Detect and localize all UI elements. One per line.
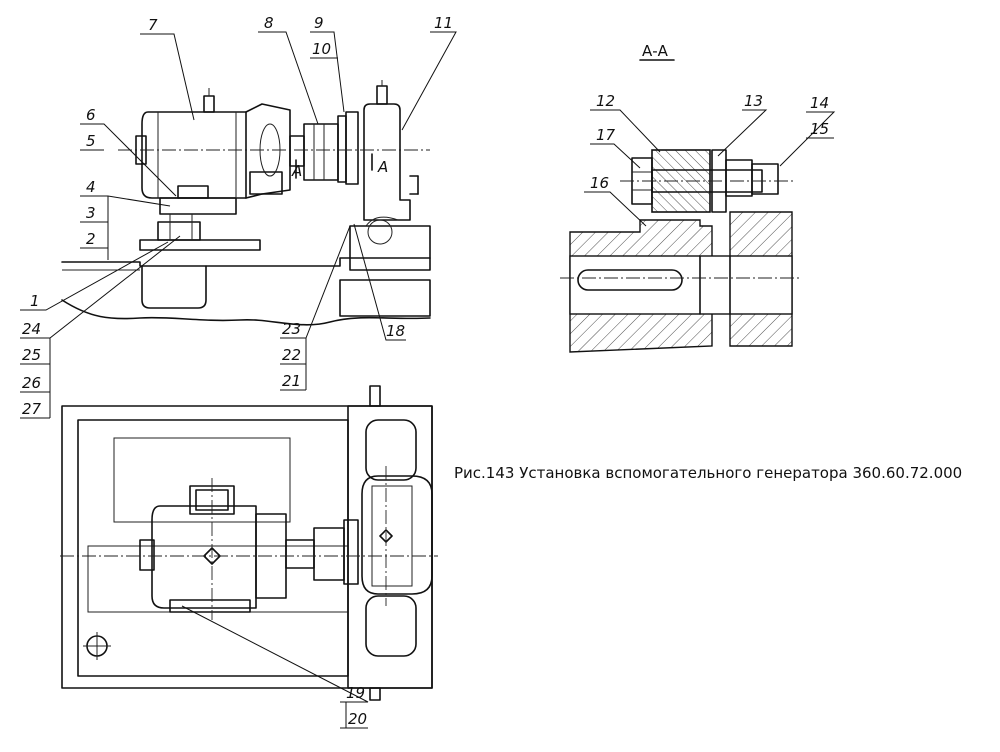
callout-7: 7 (148, 16, 158, 34)
figure-caption: Рис.143 Установка вспомогательного генер… (454, 464, 963, 482)
callout-21: 21 (282, 372, 301, 390)
callout-15: 15 (810, 120, 829, 138)
callout-24: 24 (22, 320, 41, 338)
plan-view (60, 385, 438, 701)
callout-16: 16 (590, 174, 609, 192)
callout-18: 18 (386, 322, 405, 340)
view-mark-a-2: А (377, 158, 388, 176)
callout-22: 22 (282, 346, 301, 364)
callout-23: 23 (282, 320, 301, 338)
callout-25: 25 (22, 346, 41, 364)
callout-1: 1 (30, 292, 40, 310)
callout-20: 20 (348, 710, 367, 728)
callout-26: 26 (22, 374, 41, 392)
callout-27: 27 (22, 400, 42, 418)
callout-17: 17 (596, 126, 616, 144)
callout-6: 6 (86, 106, 96, 124)
callout-13: 13 (744, 92, 763, 110)
callout-2: 2 (86, 230, 96, 248)
view-mark-a-1: А (291, 162, 302, 180)
callout-9: 9 (314, 14, 324, 32)
callout-10: 10 (312, 40, 331, 58)
callout-14: 14 (810, 94, 829, 112)
callout-8: 8 (264, 14, 274, 32)
callout-11: 11 (434, 14, 453, 32)
callout-3: 3 (86, 204, 96, 222)
side-view (61, 80, 431, 326)
callout-19: 19 (346, 684, 365, 702)
callout-5: 5 (86, 132, 96, 150)
callout-4: 4 (86, 178, 96, 196)
section-view (560, 59, 800, 353)
section-title: А-А (642, 42, 669, 60)
leader-lines (20, 31, 836, 729)
callout-12: 12 (596, 92, 615, 110)
